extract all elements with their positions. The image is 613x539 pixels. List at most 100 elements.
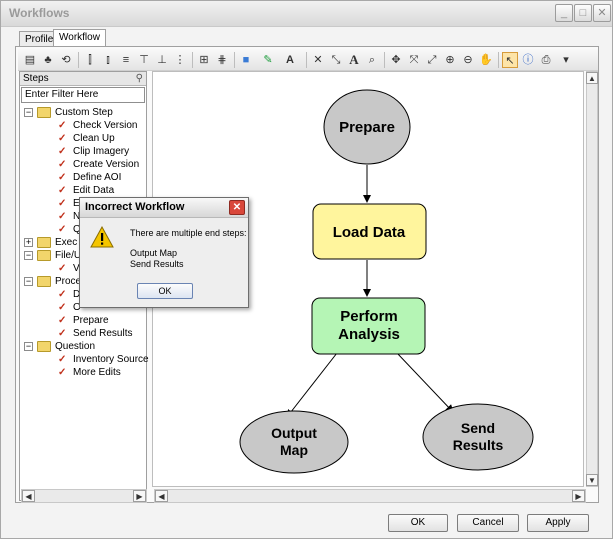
- tree-item[interactable]: ✓Create Version: [58, 158, 139, 171]
- tree-item[interactable]: ✓Inventory Source: [58, 353, 149, 366]
- tree-folder-custom-step[interactable]: −Custom Step: [24, 106, 113, 119]
- tree-folder-process[interactable]: −Proce: [24, 275, 81, 288]
- tree-item[interactable]: ✓O: [58, 301, 81, 314]
- cancel-button[interactable]: Cancel: [457, 514, 519, 532]
- align-center-icon[interactable]: ≡: [122, 54, 130, 66]
- tree-item[interactable]: ✓Send Results: [58, 327, 132, 340]
- maximize-button[interactable]: □: [574, 4, 592, 22]
- scroll-up-arrow[interactable]: ▲: [586, 72, 598, 84]
- zoom-extent-icon[interactable]: ⤢: [427, 54, 437, 66]
- text-tool-icon[interactable]: A: [349, 52, 359, 67]
- grid-icon[interactable]: ⋕: [217, 54, 227, 66]
- collapse-icon[interactable]: −: [24, 340, 33, 351]
- pan-center-icon[interactable]: ✥: [391, 54, 401, 66]
- title-bar: Workflows _ □ ✕: [1, 1, 612, 27]
- dialog-close-button[interactable]: ✕: [229, 200, 245, 215]
- toolbar-separator: [498, 52, 499, 68]
- tree-folder-file[interactable]: − File/U: [24, 249, 81, 262]
- apply-button[interactable]: Apply: [527, 514, 589, 532]
- fill-color-icon[interactable]: ■: [242, 54, 250, 66]
- checkmark-icon: ✓: [58, 185, 67, 196]
- properties-icon[interactable]: ▤: [24, 54, 36, 66]
- tree-label: More Edits: [73, 367, 121, 378]
- tree-item[interactable]: ✓Clean Up: [58, 132, 115, 145]
- dialog-ok-button[interactable]: OK: [137, 283, 193, 299]
- dialog-item-send-results: Send Results: [130, 259, 184, 269]
- find-icon[interactable]: ⌕: [368, 54, 376, 66]
- align-top-icon[interactable]: ⊤: [139, 54, 149, 66]
- close-button[interactable]: ✕: [593, 4, 611, 22]
- zoom-out-icon[interactable]: ⊖: [463, 54, 473, 66]
- checkmark-icon: ✓: [58, 133, 67, 144]
- toolbar-separator: [234, 52, 235, 68]
- collapse-icon[interactable]: −: [24, 249, 33, 260]
- tree-item[interactable]: ✓Check Version: [58, 119, 137, 132]
- connector-icon[interactable]: ⤡: [331, 54, 341, 66]
- node-prepare[interactable]: [323, 89, 411, 165]
- align-right-icon[interactable]: ⫾: [106, 54, 110, 66]
- tree-item[interactable]: ✓Clip Imagery: [58, 145, 129, 158]
- pan-hand-icon[interactable]: ✋: [479, 54, 493, 66]
- tree-item[interactable]: ✓E: [58, 197, 80, 210]
- steps-title: Steps: [23, 73, 49, 84]
- zoom-in-icon[interactable]: ⊕: [445, 54, 455, 66]
- pin-icon[interactable]: ⚲: [135, 73, 143, 84]
- tree-item[interactable]: ✓Prepare: [58, 314, 109, 327]
- layout-icon[interactable]: ⊞: [199, 54, 209, 66]
- font-color-icon[interactable]: A: [286, 54, 294, 66]
- folder-icon: [37, 340, 51, 352]
- tree-label: File/U: [55, 250, 82, 261]
- warning-icon: [90, 226, 114, 248]
- minimize-button[interactable]: _: [555, 4, 573, 22]
- filter-input[interactable]: Enter Filter Here: [21, 87, 145, 103]
- scroll-down-arrow[interactable]: ▼: [586, 474, 598, 486]
- zoom-fit-icon[interactable]: ⤧: [409, 54, 419, 66]
- select-pointer-icon[interactable]: ↖: [502, 52, 518, 68]
- line-color-icon[interactable]: ✎: [263, 54, 273, 66]
- scroll-right-arrow[interactable]: ▶: [133, 490, 146, 502]
- node-send-results-label-1: Send: [461, 420, 495, 436]
- tree-item[interactable]: ✓Define AOI: [58, 171, 121, 184]
- scroll-right-arrow[interactable]: ▶: [572, 490, 585, 502]
- expand-icon[interactable]: +: [24, 236, 33, 247]
- print-icon[interactable]: ⎙: [541, 54, 551, 66]
- node-perform-analysis[interactable]: [311, 297, 426, 355]
- node-load-data[interactable]: [312, 203, 427, 260]
- search-steps-icon[interactable]: ♣: [44, 54, 52, 66]
- delete-icon[interactable]: ✕: [313, 54, 323, 66]
- scroll-left-arrow[interactable]: ◀: [22, 490, 35, 502]
- tree-label: Define AOI: [73, 172, 122, 183]
- toolbar-overflow-icon[interactable]: ▾: [563, 54, 569, 66]
- tree-label: Prepare: [73, 315, 109, 326]
- node-output-map[interactable]: [239, 410, 349, 474]
- node-perform-analysis-label-1: Perform: [340, 308, 398, 325]
- tree-item[interactable]: ✓D: [58, 288, 80, 301]
- tree-folder-question[interactable]: −Question: [24, 340, 95, 353]
- ok-button[interactable]: OK: [388, 514, 448, 532]
- info-icon[interactable]: ⓘ: [522, 54, 534, 66]
- steps-hscrollbar[interactable]: ◀ ▶: [21, 489, 147, 503]
- tree-item[interactable]: ✓Edit Data: [58, 184, 114, 197]
- checkmark-icon: ✓: [58, 302, 67, 313]
- node-send-results[interactable]: [422, 403, 534, 471]
- workflow-diagram: Prepare Load Data Perform Analysis Outpu…: [239, 89, 534, 474]
- tab-workflow[interactable]: Workflow: [53, 29, 106, 47]
- connector-analysis-send: [396, 352, 454, 413]
- canvas-vscrollbar[interactable]: ▲ ▼: [586, 71, 598, 487]
- scroll-left-arrow[interactable]: ◀: [155, 490, 168, 502]
- align-bottom-icon[interactable]: ⊥: [157, 54, 167, 66]
- steps-header: Steps ⚲: [20, 72, 146, 86]
- node-send-results-label-2: Results: [453, 437, 504, 453]
- tree-item[interactable]: ✓N: [58, 210, 80, 223]
- tree-item[interactable]: ✓V: [58, 262, 80, 275]
- collapse-icon[interactable]: −: [24, 106, 33, 117]
- refresh-icon[interactable]: ⟲: [61, 54, 71, 66]
- align-left-icon[interactable]: ⫿: [88, 54, 92, 66]
- collapse-icon[interactable]: −: [24, 275, 33, 286]
- tree-item[interactable]: ✓Q: [58, 223, 81, 236]
- distribute-icon[interactable]: ⋮: [174, 54, 186, 66]
- tree-folder-exec[interactable]: +Exec: [24, 236, 77, 249]
- tree-item[interactable]: ✓More Edits: [58, 366, 121, 379]
- canvas-hscrollbar[interactable]: ◀ ▶: [154, 489, 586, 503]
